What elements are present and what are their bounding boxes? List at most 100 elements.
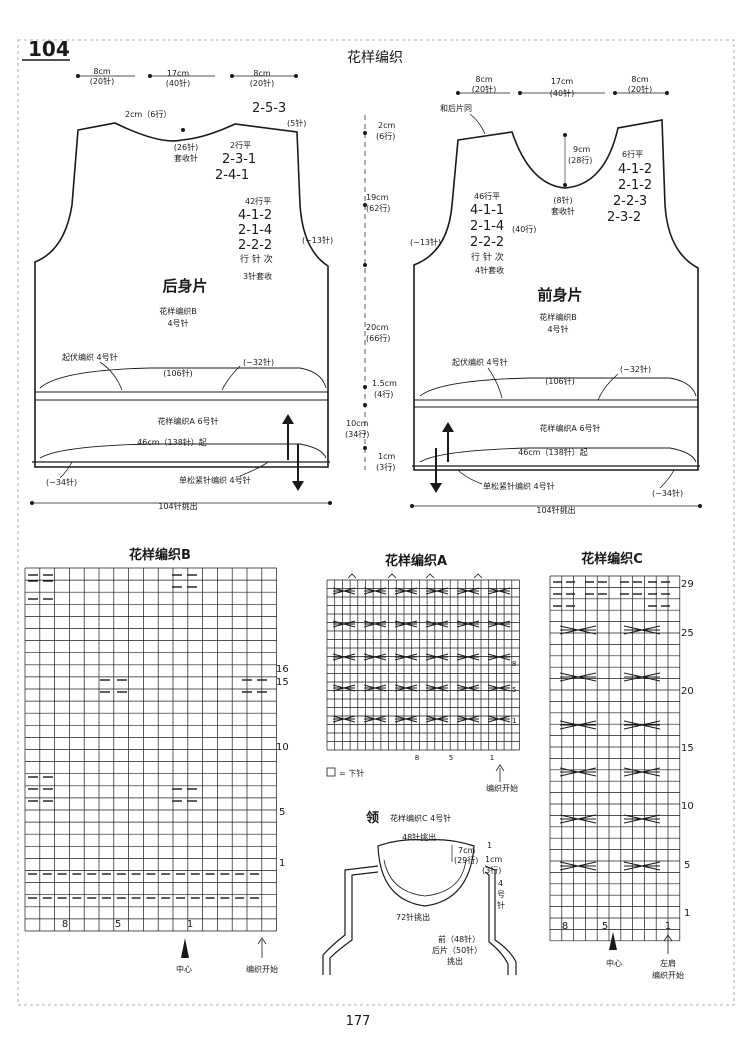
dim-20cm: 20cm: [366, 323, 389, 332]
collar-needle-hao: 号: [497, 890, 505, 899]
back-st106: (106针): [163, 368, 193, 378]
chart-a-col-8: 8: [415, 754, 419, 762]
front-pattern-b: 花样编织B: [539, 312, 577, 322]
front-neck-row1: 6行平: [622, 149, 643, 159]
cable-cross-symbol: [456, 684, 480, 692]
dim-6rows: (6行): [376, 131, 395, 141]
cable-cross-symbol: [425, 684, 449, 692]
chart-c-row-1: 1: [684, 908, 690, 919]
chart-a-symbols: [332, 573, 511, 723]
cable-cross-symbol: [559, 625, 597, 635]
front-garter: 起伏编织 4号针: [452, 357, 508, 367]
dim-19cm: 19cm: [366, 193, 389, 202]
back-width-mid-st: (40针): [166, 78, 190, 88]
chart-c-row-15: 15: [681, 743, 694, 754]
chart-b-row-16: 16: [276, 664, 289, 675]
chart-a-row-5: 5: [512, 686, 516, 694]
dim-4rows: (4行): [374, 389, 393, 399]
chart-a-legend: = 下针: [339, 768, 364, 778]
cable-cross-symbol: [623, 720, 661, 730]
back-neck-row3: 2-4-1: [215, 168, 249, 183]
dim-10cm: 10cm: [346, 419, 369, 428]
cable-cross-symbol: [559, 814, 597, 824]
chart-a-grid: [326, 579, 520, 751]
dim-1cm: 1cm: [378, 452, 395, 461]
center-marker-icon: [181, 938, 189, 958]
front-cast-on: 46cm（138针）起: [518, 447, 588, 457]
front-width-mid-cm: 17cm: [551, 77, 574, 86]
cable-cross-symbol: [425, 620, 449, 628]
front-piece-name: 前身片: [537, 286, 582, 304]
back-rib: 单松紧针编织 4号针: [179, 475, 251, 485]
front-pickup: 104针挑出: [536, 505, 575, 515]
pattern-number: 104: [28, 37, 70, 61]
collar-pick48: 48针挑出: [402, 832, 436, 842]
collar-back-pick: 后片（50针）: [432, 945, 482, 955]
front-arm-row5: 行 针 次: [471, 251, 504, 263]
cable-cross-symbol: [623, 625, 661, 635]
chart-c-symbols: [553, 581, 670, 871]
cable-cross-symbol: [487, 715, 511, 723]
front-neck-bind: (8针): [553, 195, 572, 205]
cable-cross-symbol: [394, 620, 418, 628]
chart-b-col-5: 5: [115, 919, 121, 930]
cable-cross-symbol: [559, 767, 597, 777]
chart-a-col-1: 1: [490, 754, 494, 762]
cable-cross-symbol: [559, 861, 597, 871]
center-marker-icon: [609, 932, 617, 950]
collar-diagram: 领 花样编织C 4号针 48针挑出 7cm (29行) 1 1cm (3行) 4…: [322, 810, 517, 975]
back-width-right-cm: 8cm: [253, 69, 270, 78]
chart-c-grid: [549, 575, 681, 942]
front-width-left-cm: 8cm: [475, 75, 492, 84]
chart-c-start-a: 左肩: [660, 958, 676, 968]
front-width-right-cm: 8cm: [631, 75, 648, 84]
cable-cross-symbol: [332, 620, 356, 628]
chart-c-row-20: 20: [681, 686, 694, 697]
chart-c-col-5: 5: [602, 921, 608, 932]
back-piece: 8cm (20针) 17cm (40针) 8cm (20针) 2-5-3 (5针…: [30, 67, 333, 511]
page-number: 177: [346, 1014, 371, 1029]
cable-cross-symbol: [487, 620, 511, 628]
page-title: 花样编织: [347, 50, 403, 66]
chart-a-col-5: 5: [449, 754, 453, 762]
back-width-right-st: (20针): [250, 78, 274, 88]
cable-cross-symbol: [363, 620, 387, 628]
cable-cross-symbol: [332, 653, 356, 661]
cable-cross-symbol: [394, 653, 418, 661]
cable-cross-symbol: [456, 653, 480, 661]
back-arm-row3: 2-1-4: [238, 223, 272, 238]
front-arm-row4: 2-2-2: [470, 235, 504, 250]
cable-cross-symbol: [332, 684, 356, 692]
front-outline: [413, 119, 699, 471]
front-st106: (106针): [545, 376, 575, 386]
dim-34rows: (34行): [345, 429, 369, 439]
cable-cross-symbol: [623, 767, 661, 777]
front-arm-row1: 46行平: [474, 191, 500, 201]
front-neck-row5: 2-3-2: [607, 210, 641, 225]
chart-b-row-1: 1: [279, 858, 285, 869]
back-piece-name: 后身片: [162, 277, 207, 295]
back-dec34: (−34针): [46, 477, 77, 487]
back-arm-row4: 2-2-2: [238, 238, 272, 253]
cable-cross-symbol: [363, 587, 387, 595]
chart-c-start-b: 编织开始: [652, 970, 684, 980]
back-dec32: (−32针): [243, 357, 274, 367]
chart-b-start: 编织开始: [246, 964, 278, 974]
collar-needle-num: 4: [498, 879, 503, 888]
chart-c-col-1: 1: [665, 921, 671, 932]
cable-cross-symbol: [559, 672, 597, 682]
cable-cross-symbol: [487, 653, 511, 661]
cable-cross-symbol: [394, 587, 418, 595]
decrease-symbol: [347, 573, 357, 579]
cable-cross-symbol: [623, 672, 661, 682]
back-neck-bind: (26针): [174, 142, 198, 152]
chart-b-col-1: 1: [187, 919, 193, 930]
cable-cross-symbol: [425, 587, 449, 595]
front-dec34: (−34针): [652, 488, 683, 498]
front-neck-row2: 4-1-2: [618, 162, 652, 177]
cable-cross-symbol: [332, 587, 356, 595]
dim-66rows: (66行): [366, 333, 390, 343]
chart-a-row-1: 1: [512, 717, 516, 725]
front-arm-row3: 2-1-4: [470, 219, 504, 234]
back-width-mid-cm: 17cm: [167, 69, 190, 78]
